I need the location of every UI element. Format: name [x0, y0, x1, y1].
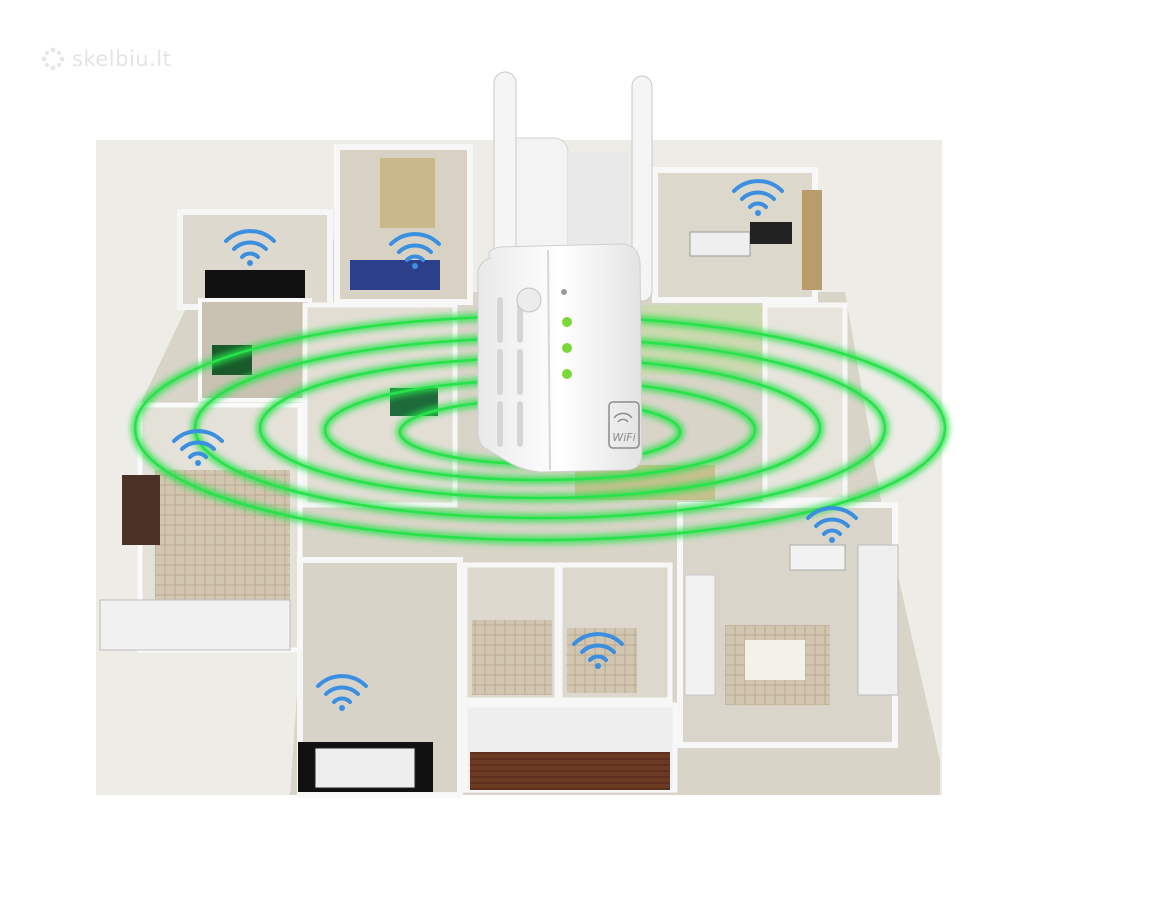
wifi-badge-label: WiFi — [612, 431, 635, 444]
room-north-bedroom — [334, 144, 473, 305]
room-bathrooms — [462, 562, 678, 793]
watermark-text: skelbiu.lt — [72, 47, 172, 71]
repeater-body: WiFi — [477, 243, 643, 473]
room-northwest — [177, 209, 333, 402]
wifi-icon — [732, 179, 784, 216]
wifi-icon — [224, 229, 276, 266]
skelbiu-logo-icon — [41, 47, 65, 71]
wifi-icons — [172, 179, 858, 711]
wifi-badge: WiFi — [608, 401, 640, 449]
watermark: skelbiu.lt — [40, 44, 171, 74]
status-leds — [561, 289, 572, 379]
room-east-bedroom — [677, 502, 899, 748]
wifi-icon — [806, 506, 858, 543]
wifi-repeater: WiFi — [477, 71, 653, 473]
vent-grille — [497, 297, 523, 447]
wifi-icon — [389, 232, 441, 269]
wifi-icon — [172, 429, 224, 466]
wifi-icon — [572, 632, 624, 669]
antenna-right — [631, 75, 653, 302]
wifi-icon — [316, 674, 368, 711]
room-southwest — [297, 557, 463, 798]
